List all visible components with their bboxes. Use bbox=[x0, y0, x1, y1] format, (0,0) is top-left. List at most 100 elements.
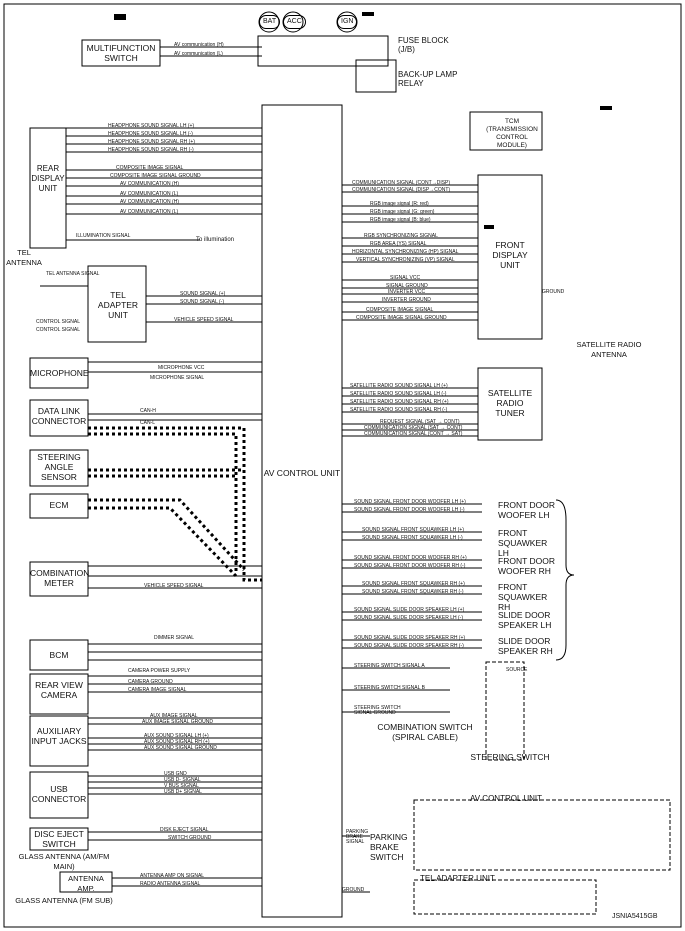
signal-right: SOUND SIGNAL SLIDE DOOR SPEAKER RH (+) bbox=[354, 635, 466, 641]
signal-left: AUX IMAGE SIGNAL GROUND bbox=[142, 719, 213, 725]
signal-right: RGB image signal (R: red) bbox=[370, 201, 429, 207]
signal-right: SOUND SIGNAL FRONT DOOR WOOFER LH (-) bbox=[354, 507, 465, 513]
signal-right: SOUND SIGNAL FRONT DOOR WOOFER LH (+) bbox=[354, 499, 466, 505]
disc-eject-switch: DISC EJECT SWITCH bbox=[34, 829, 84, 849]
steering-switch: STEERING SWITCH bbox=[470, 752, 550, 762]
multifunction-switch: MULTIFUNCTION SWITCH bbox=[86, 43, 156, 63]
signal-left: AUX IMAGE SIGNAL bbox=[150, 713, 198, 719]
signal-right: COMMUNICATION SIGNAL (CONT → SAT) bbox=[364, 431, 463, 437]
signal-right: SATELLITE RADIO SOUND SIGNAL LH (+) bbox=[350, 383, 448, 389]
signal-left: AUX SOUND SIGNAL GROUND bbox=[144, 745, 217, 751]
av-control-unit: AV CONTROL UNIT bbox=[263, 468, 341, 478]
signal-left: ILLUMINATION SIGNAL bbox=[76, 233, 131, 239]
tel-adapter-unit: TEL ADAPTER UNIT bbox=[97, 290, 139, 320]
signal-right: SOUND SIGNAL FRONT SQUAWKER RH (+) bbox=[362, 581, 465, 587]
signal-right: HORIZONTAL SYNCHRONIZING (HP) SIGNAL bbox=[352, 249, 459, 255]
signal-left: CAN-H bbox=[140, 408, 156, 414]
signal-left: AV communication (L) bbox=[174, 51, 223, 57]
tcm-title: TCM (TRANSMISSION CONTROL MODULE) bbox=[486, 118, 538, 149]
signal-right: VERTICAL SYNCHRONIZING (VP) SIGNAL bbox=[356, 257, 455, 263]
microphone: MICROPHONE bbox=[30, 368, 89, 378]
front-squawker-rh: FRONT SQUAWKER RH bbox=[498, 582, 548, 612]
signal-right: COMMUNICATION SIGNAL (SAT → CONT) bbox=[364, 425, 463, 431]
signal-right: STEERING SWITCH SIGNAL A bbox=[354, 663, 425, 669]
signal-right: REQUEST SIGNAL (SAT → CONT) bbox=[380, 419, 460, 425]
combination-meter: COMBINATION METER bbox=[30, 568, 90, 588]
rear-view-camera: REAR VIEW CAMERA bbox=[35, 680, 83, 700]
front-squawker-lh: FRONT SQUAWKER LH bbox=[498, 528, 548, 558]
signal-right: SIGNAL GROUND bbox=[386, 283, 428, 289]
signal-left: COMPOSITE IMAGE SIGNAL bbox=[116, 165, 184, 171]
ecm: ECM bbox=[49, 500, 69, 510]
signal-left: SWITCH GROUND bbox=[168, 835, 212, 841]
signal-left: CAMERA POWER SUPPLY bbox=[128, 668, 191, 674]
parking-brake-switch: PARKING BRAKE SWITCH bbox=[370, 832, 408, 862]
signal-left: AV COMMUNICATION (H) bbox=[120, 199, 179, 205]
signal-left: MICROPHONE SIGNAL bbox=[150, 375, 205, 381]
signal-left: USB D+ SIGNAL bbox=[164, 789, 202, 795]
signal-left: AV COMMUNICATION (L) bbox=[120, 209, 179, 215]
signal-right: SOUND SIGNAL SLIDE DOOR SPEAKER RH (-) bbox=[354, 643, 464, 649]
signal-right: COMPOSITE IMAGE SIGNAL bbox=[366, 307, 434, 313]
signal-left: DISK EJECT SIGNAL bbox=[160, 827, 209, 833]
front-display-unit: FRONT DISPLAY UNIT bbox=[492, 240, 528, 270]
signal-right: SOUND SIGNAL FRONT DOOR WOOFER RH (-) bbox=[354, 563, 466, 569]
signal-right: RGB SYNCHRONIZING SIGNAL bbox=[364, 233, 438, 239]
signal-right: INVERTER GROUND bbox=[382, 297, 431, 303]
acc-label: ACC bbox=[283, 15, 306, 29]
signal-right: SIGNAL VCC bbox=[390, 275, 421, 281]
steering-angle-sensor: STEERING ANGLE SENSOR bbox=[37, 452, 81, 482]
signal-left: ANTENNA AMP ON SIGNAL bbox=[140, 873, 205, 879]
signal-left: V BUS SIGNAL bbox=[164, 783, 199, 789]
signal-right: PARKING BRAKE SIGNAL bbox=[346, 829, 369, 845]
slide-door-speaker-rh: SLIDE DOOR SPEAKER RH bbox=[498, 636, 553, 656]
signal-left: CONTROL SIGNAL bbox=[36, 327, 80, 333]
signal-left: SOUND SIGNAL (-) bbox=[180, 299, 224, 305]
signal-right: RGB image signal (G: green) bbox=[370, 209, 435, 215]
signal-right: STEERING SWITCH SIGNAL GROUND bbox=[354, 705, 401, 716]
usb-connector: USB CONNECTOR bbox=[31, 784, 87, 804]
bcm: BCM bbox=[49, 650, 69, 660]
signal-left: USB GND bbox=[164, 771, 187, 777]
signal-left: RADIO ANTENNA SIGNAL bbox=[140, 881, 201, 887]
signal-left: HEADPHONE SOUND SIGNAL RH (-) bbox=[108, 147, 194, 153]
signal-left: DIMMER SIGNAL bbox=[154, 635, 195, 641]
signal-left: HEADPHONE SOUND SIGNAL RH (+) bbox=[108, 139, 195, 145]
signal-left: HEADPHONE SOUND SIGNAL LH (+) bbox=[108, 123, 195, 129]
combination-switch: COMBINATION SWITCH (SPIRAL CABLE) bbox=[377, 722, 473, 742]
signal-right: SOUND SIGNAL FRONT SQUAWKER RH (-) bbox=[362, 589, 464, 595]
av-control-unit-connectors-title: AV CONTROL UNIT bbox=[470, 794, 543, 803]
signal-right: INVERTER VCC bbox=[388, 289, 426, 295]
signal-left: AV communication (H) bbox=[174, 42, 224, 48]
signal-right: SATELLITE RADIO SOUND SIGNAL RH (+) bbox=[350, 399, 449, 405]
tel-adapter-connectors-title: TEL ADAPTER UNIT bbox=[420, 874, 495, 883]
signal-right: COMPOSITE IMAGE SIGNAL GROUND bbox=[356, 315, 447, 321]
signal-left: AUX SOUND SIGNAL LH (+) bbox=[144, 733, 209, 739]
signal-left: CAN-L bbox=[140, 420, 156, 426]
satellite-radio-tuner: SATELLITE RADIO TUNER bbox=[487, 388, 533, 418]
signal-right: COMMUNICATION SIGNAL (DISP→CONT) bbox=[352, 187, 451, 193]
glass-antenna-fm-sub: GLASS ANTENNA (FM SUB) bbox=[15, 896, 113, 905]
signal-left: USB D- SIGNAL bbox=[164, 777, 201, 783]
rear-display-unit: REAR DISPLAY UNIT bbox=[31, 164, 65, 193]
ground-label: GROUND bbox=[542, 289, 565, 295]
signal-left: CAMERA GROUND bbox=[128, 679, 173, 685]
ground-label: GROUND bbox=[342, 887, 365, 893]
signal-right: SOUND SIGNAL FRONT SQUAWKER LH (+) bbox=[362, 527, 464, 533]
fuse-block-title: FUSE BLOCK (J/B) bbox=[398, 36, 449, 54]
diagram-id: JSNIA5415GB bbox=[612, 913, 658, 920]
slide-door-speaker-lh: SLIDE DOOR SPEAKER LH bbox=[498, 610, 552, 630]
signal-left: AV COMMUNICATION (H) bbox=[120, 181, 179, 187]
glass-antenna-am-fm: GLASS ANTENNA (AM/FM MAIN) bbox=[18, 852, 110, 871]
signal-left: VEHICLE SPEED SIGNAL bbox=[144, 583, 204, 589]
tel-antenna: TEL ANTENNA bbox=[6, 248, 42, 267]
signal-right: RGB image signal (B: blue) bbox=[370, 217, 431, 223]
signal-left: SOUND SIGNAL (+) bbox=[180, 291, 226, 297]
signal-left: MICROPHONE VCC bbox=[158, 365, 205, 371]
source-label: SOURCE bbox=[506, 667, 528, 673]
signal-right: SATELLITE RADIO SOUND SIGNAL RH (-) bbox=[350, 407, 448, 413]
auxiliary-input-jacks: AUXILIARY INPUT JACKS bbox=[31, 726, 87, 746]
signal-right: SATELLITE RADIO SOUND SIGNAL LH (-) bbox=[350, 391, 447, 397]
